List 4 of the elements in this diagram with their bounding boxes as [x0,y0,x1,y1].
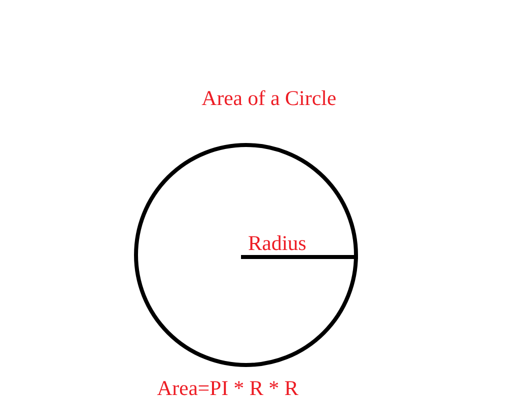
radius-label: Radius [248,231,306,256]
title: Area of a Circle [200,86,338,111]
circle [133,143,359,369]
area-formula: Area=PI * R * R [157,376,298,401]
